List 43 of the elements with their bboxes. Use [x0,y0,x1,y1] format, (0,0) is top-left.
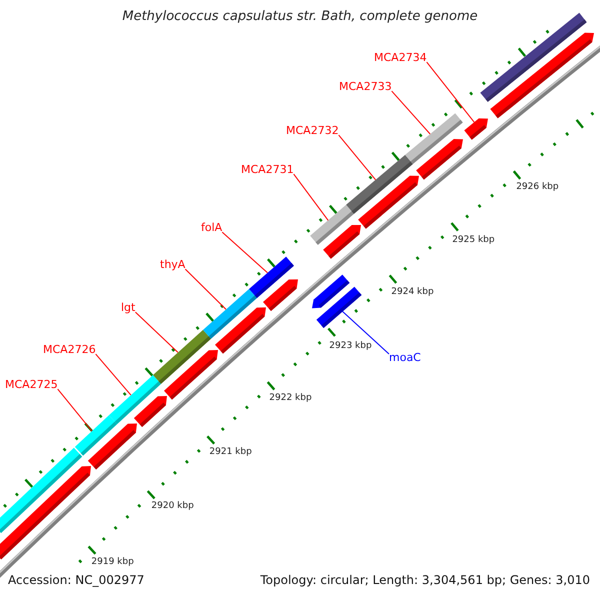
genome-title: Methylococcus capsulatus str. Bath, complete genome [121,10,479,24]
gene-label: MCA2726 [43,344,96,356]
position-label: 2926 kbp [516,182,559,193]
position-label: 2922 kbp [269,394,312,404]
position-label: 2921 kbp [209,448,252,458]
gene-label: lgt [121,302,136,314]
gene-segment [263,279,298,311]
gene-segment [416,139,463,180]
gene-label: MCA2725 [5,379,58,392]
gene-label: thyA [160,259,186,272]
gene-segment [490,32,594,118]
leader-line [342,311,390,354]
position-label: 2919 kbp [91,558,134,568]
leader-line [134,312,178,353]
gene-segment [164,350,218,400]
leader-line [293,174,329,221]
gene-segment [215,307,266,354]
gene-segment [323,225,361,259]
gene-label: MCA2734 [374,52,427,64]
gene-label: folA [201,222,222,234]
genome-stats-text: Topology: circular; Length: 3,304,561 bp; Genes: 3,010 [260,574,590,588]
leader-line [222,232,268,274]
gene-label: MCA2732 [286,125,339,138]
position-label: 2920 kbp [151,502,194,512]
accession-text: Accession: NC_002977 [8,574,144,588]
leader-line [95,354,132,396]
gene-label: moaC [389,352,421,364]
gene-segment [134,396,167,427]
gene-segment [464,118,488,140]
gene-bar [316,286,362,328]
position-label: 2923 kbp [329,342,372,352]
leader-line [338,134,376,180]
gene-label: MCA2731 [241,164,294,176]
gene-segment [0,466,91,560]
position-label: 2925 kbp [452,236,495,246]
leader-line [184,268,226,310]
leader-line [57,388,92,432]
leader-line [426,62,475,123]
gene-segment [88,424,137,470]
gene-label: MCA2733 [339,81,392,94]
gene-segment [358,176,419,229]
position-label: 2924 kbp [391,288,434,298]
leader-line [391,90,431,134]
